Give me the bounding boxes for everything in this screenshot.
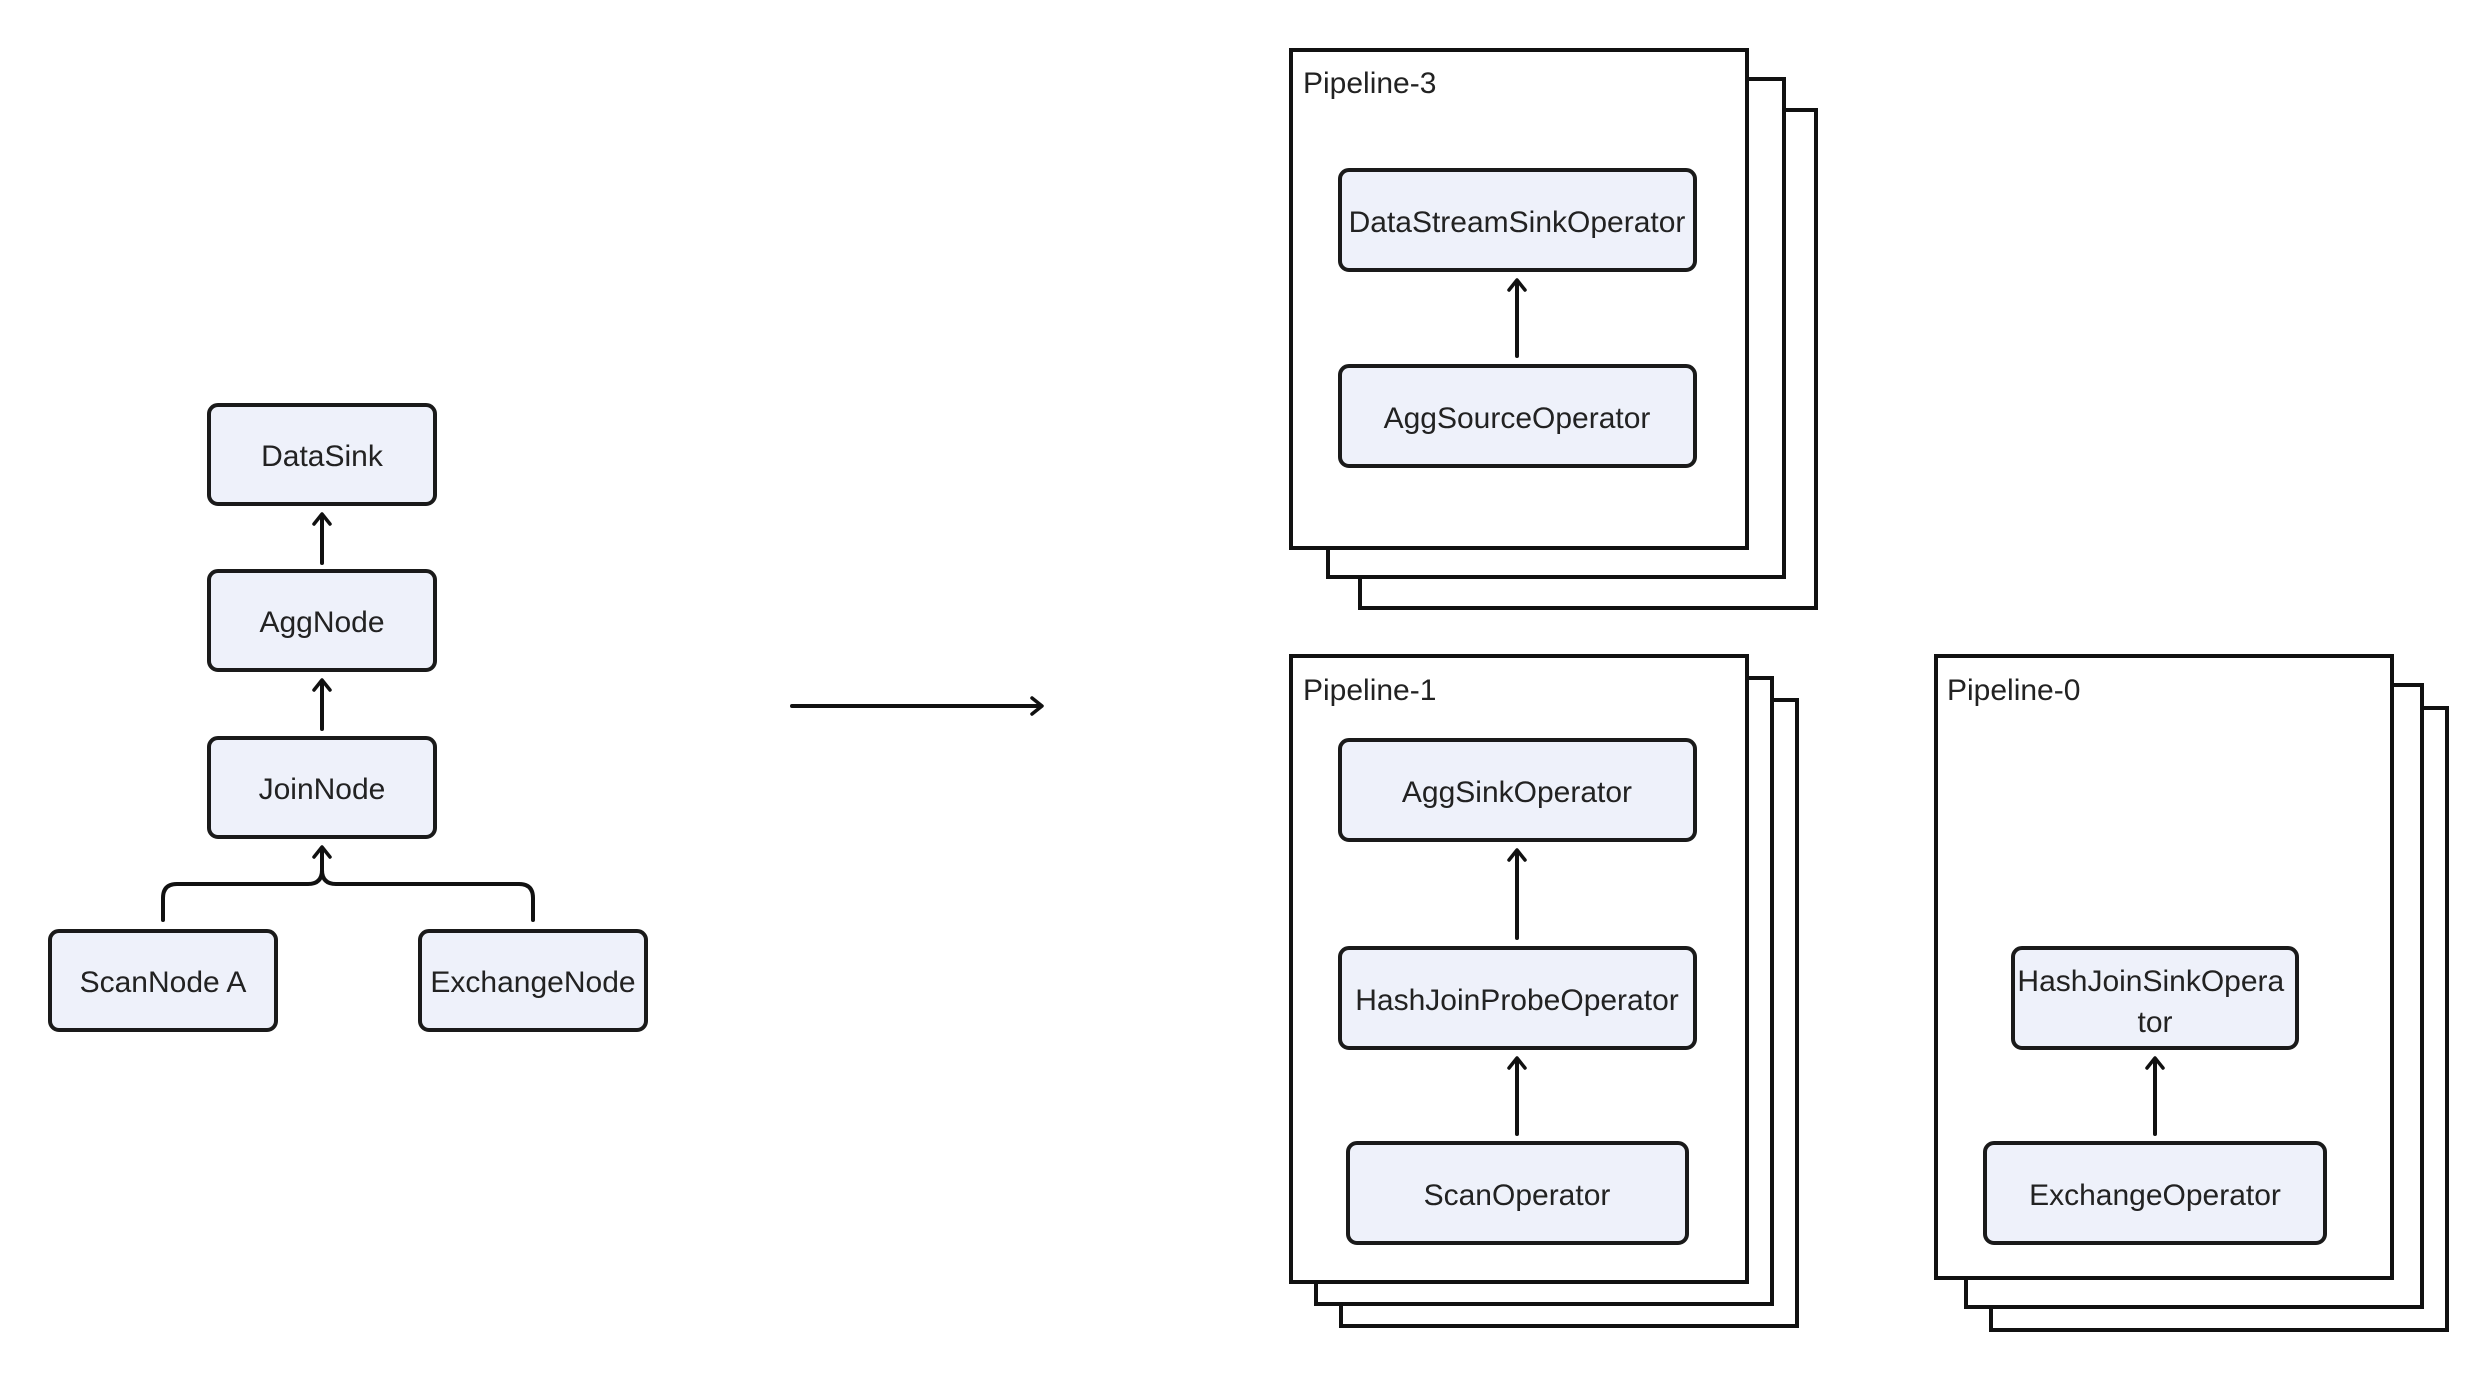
- pipeline-0-title: Pipeline-0: [1947, 674, 2080, 707]
- data-stream-sink-operator-label: DataStreamSinkOperator: [1349, 206, 1686, 239]
- logical-plan: DataSink AggNode JoinNode ScanNode A Exc…: [48, 403, 648, 1032]
- scan-node: ScanNode A: [48, 929, 278, 1032]
- agg-node: AggNode: [207, 569, 437, 672]
- join-node-label: JoinNode: [259, 773, 386, 806]
- data-sink-label: DataSink: [261, 440, 384, 473]
- pipeline-0: Pipeline-0 HashJoinSinkOpera tor Exchang…: [1934, 654, 2449, 1332]
- scan-operator-label: ScanOperator: [1424, 1179, 1611, 1212]
- agg-sink-operator-label: AggSinkOperator: [1402, 776, 1632, 809]
- scan-operator: ScanOperator: [1346, 1141, 1689, 1245]
- agg-source-operator-label: AggSourceOperator: [1384, 402, 1651, 435]
- hash-join-probe-operator: HashJoinProbeOperator: [1338, 946, 1697, 1050]
- data-sink-node: DataSink: [207, 403, 437, 506]
- pipeline-1: Pipeline-1 AggSinkOperator HashJoinProbe…: [1289, 654, 1799, 1328]
- agg-node-label: AggNode: [259, 606, 384, 639]
- agg-source-operator: AggSourceOperator: [1338, 364, 1697, 468]
- data-stream-sink-operator: DataStreamSinkOperator: [1338, 168, 1697, 272]
- hash-join-sink-operator-label: HashJoinSinkOpera tor: [2017, 965, 2292, 1039]
- pipeline-3: Pipeline-3 DataStreamSinkOperator AggSou…: [1289, 48, 1818, 610]
- connector-exchange-to-join: [320, 868, 535, 922]
- connector-scan-to-join: [161, 868, 324, 922]
- hash-join-sink-operator: HashJoinSinkOpera tor: [2011, 946, 2299, 1050]
- pipeline-3-title: Pipeline-3: [1303, 67, 1436, 100]
- join-node: JoinNode: [207, 736, 437, 839]
- exchange-operator: ExchangeOperator: [1983, 1141, 2327, 1245]
- hash-join-sink-operator-line-2: tor: [2137, 1006, 2172, 1039]
- exchange-operator-label: ExchangeOperator: [2029, 1179, 2281, 1212]
- scan-node-label: ScanNode A: [80, 966, 247, 999]
- pipeline-1-title: Pipeline-1: [1303, 674, 1436, 707]
- hash-join-sink-operator-line-1: HashJoinSinkOpera: [2017, 965, 2284, 998]
- exchange-node-label: ExchangeNode: [430, 966, 635, 999]
- exchange-node: ExchangeNode: [418, 929, 648, 1032]
- agg-sink-operator: AggSinkOperator: [1338, 738, 1697, 842]
- hash-join-probe-operator-label: HashJoinProbeOperator: [1355, 984, 1679, 1017]
